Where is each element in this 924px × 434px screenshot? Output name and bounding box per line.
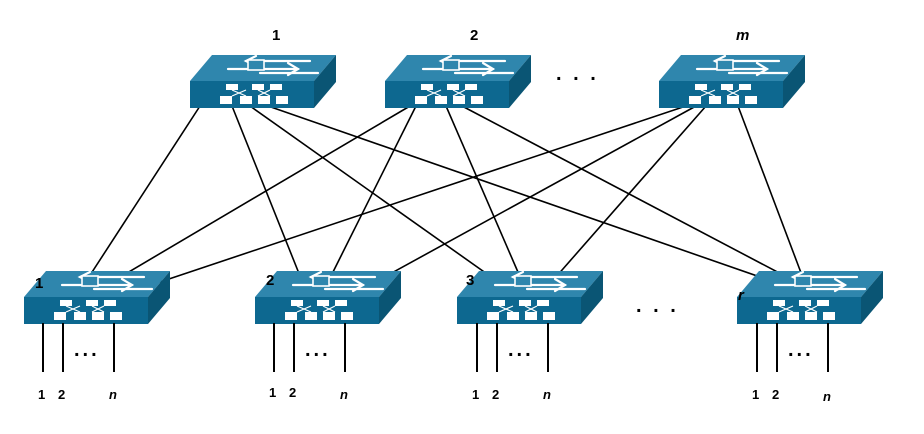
link: [104, 105, 411, 287]
port-label: 1: [752, 387, 759, 402]
port-label: 1: [269, 385, 276, 400]
port-ellipsis: ...: [508, 339, 534, 361]
leaf-switches: [22, 269, 885, 326]
port-ellipsis: ...: [305, 339, 331, 361]
link: [737, 105, 807, 287]
leaf-label: 1: [35, 275, 43, 292]
link: [445, 105, 525, 287]
port-label: 2: [289, 385, 296, 400]
network-switch-icon: [188, 53, 338, 110]
spine-label: 1: [272, 27, 280, 44]
port-label: n: [109, 387, 117, 402]
port-label: 2: [58, 387, 65, 402]
port-label: 1: [472, 387, 479, 402]
link: [325, 105, 417, 287]
spine-ellipsis: . . .: [556, 63, 599, 85]
leaf-label: r: [738, 287, 745, 304]
port-label: 1: [38, 387, 45, 402]
port-ellipsis: ...: [788, 339, 814, 361]
link: [267, 105, 787, 287]
links: [82, 105, 807, 287]
port-label: n: [823, 389, 831, 404]
host-leads: [42, 323, 829, 372]
port-label: 2: [492, 387, 499, 402]
leaf-label: 3: [466, 272, 474, 289]
link: [367, 105, 697, 287]
link: [231, 105, 305, 287]
network-switch-icon: [735, 269, 885, 326]
link: [461, 105, 805, 287]
port-label: 2: [772, 387, 779, 402]
spine-label: 2: [470, 27, 478, 44]
network-switch-icon: [455, 269, 605, 326]
spine-switches: [188, 53, 807, 110]
network-switch-icon: [383, 53, 533, 110]
network-switch-icon: [253, 269, 403, 326]
link: [547, 105, 707, 287]
port-label: n: [340, 387, 348, 402]
port-ellipsis: ...: [74, 339, 100, 361]
leaf-label: 2: [266, 272, 274, 289]
network-switch-icon: [657, 53, 807, 110]
link: [147, 105, 687, 287]
link: [249, 105, 505, 287]
link: [82, 105, 201, 287]
spine-label: m: [736, 27, 749, 44]
port-label: n: [543, 387, 551, 402]
leaf-ellipsis: . . .: [636, 295, 679, 317]
network-switch-icon: [22, 269, 172, 326]
